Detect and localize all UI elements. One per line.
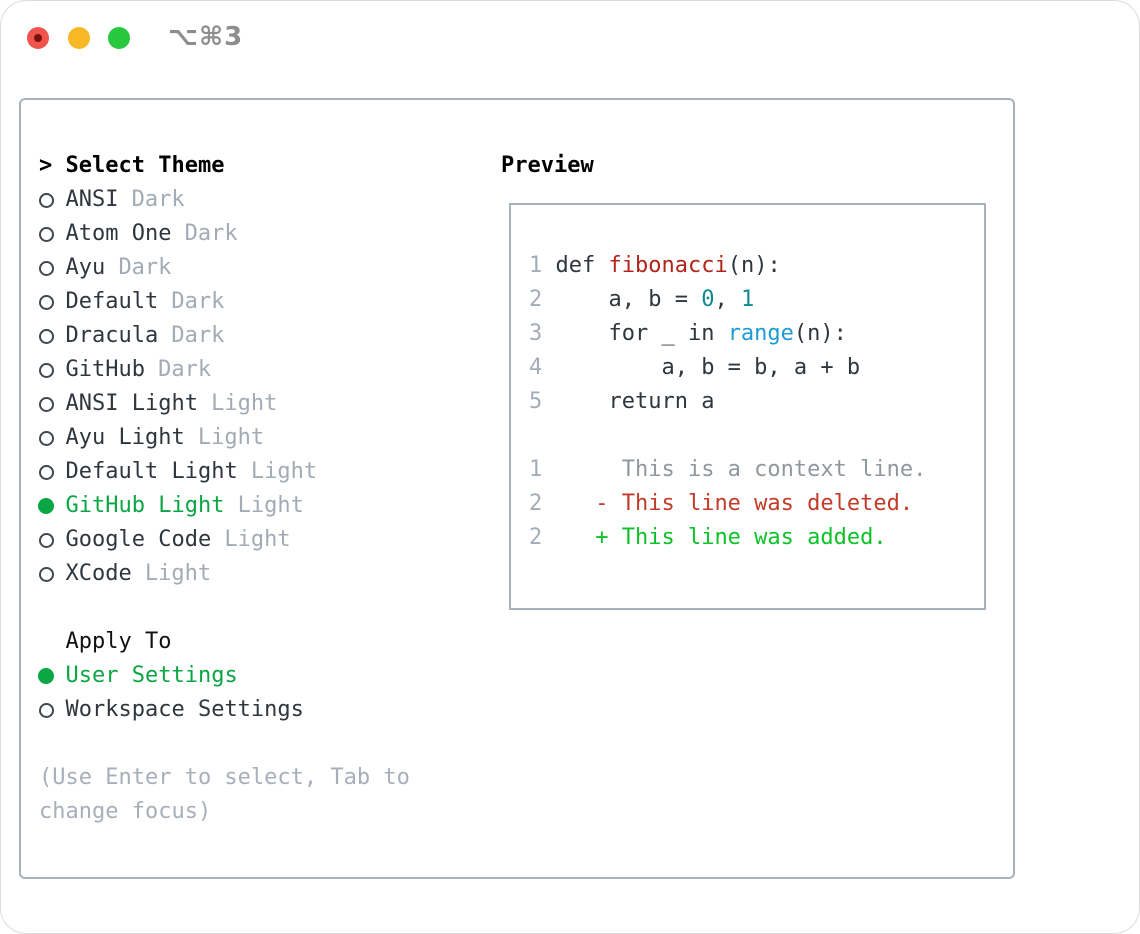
select-theme-label: Select Theme — [65, 153, 225, 178]
radio-selected-icon — [38, 498, 66, 514]
theme-option-dracula[interactable]: Dracula Dark — [39, 319, 410, 353]
radio-selected-icon — [38, 668, 66, 684]
code-line: 4 a, b = b, a + b — [529, 355, 861, 380]
option-label: Default Light — [65, 459, 238, 484]
window-title: ⌥⌘3 — [168, 22, 244, 52]
theme-option-atom-one[interactable]: Atom One Dark — [39, 217, 410, 251]
option-label: Google Code — [65, 527, 212, 552]
theme-option-google-code[interactable]: Google Code Light — [39, 523, 410, 557]
theme-variant: Light — [144, 561, 212, 586]
theme-option-xcode[interactable]: XCode Light — [39, 557, 410, 591]
theme-variant: Dark — [158, 357, 212, 382]
apply-option-user-settings[interactable]: User Settings — [38, 659, 410, 693]
radio-unselected-icon — [39, 226, 66, 242]
radio-unselected-icon — [39, 362, 66, 378]
theme-variant: Light — [211, 391, 278, 416]
option-label: Workspace Settings — [65, 697, 304, 722]
option-label: Dracula — [65, 323, 159, 348]
close-button[interactable] — [27, 27, 49, 49]
code-line: 3 for _ in range(n): — [529, 321, 847, 346]
option-label: Atom One — [65, 221, 172, 246]
theme-option-github-light[interactable]: GitHub Light Light — [38, 489, 410, 523]
code-line: 2 - This line was deleted. — [529, 491, 914, 516]
theme-option-ansi-light[interactable]: ANSI Light Light — [39, 387, 410, 421]
radio-unselected-icon — [39, 192, 66, 208]
theme-option-ayu-light[interactable]: Ayu Light Light — [39, 421, 410, 455]
option-label: ANSI — [65, 187, 119, 212]
option-label: User Settings — [65, 663, 238, 688]
theme-variant: Light — [224, 527, 291, 552]
keyboard-hint: (Use Enter to select, Tab to change focu… — [39, 761, 410, 829]
radio-unselected-icon — [39, 328, 66, 344]
radio-unselected-icon — [39, 260, 66, 276]
option-label: XCode — [65, 561, 132, 586]
minimize-button[interactable] — [68, 27, 90, 49]
hint-line-2: change focus) — [39, 799, 212, 824]
radio-unselected-icon — [39, 464, 66, 480]
select-theme-header: > Select Theme — [39, 149, 410, 183]
theme-variant: Dark — [118, 255, 172, 280]
radio-unselected-icon — [39, 430, 66, 446]
theme-variant: Dark — [184, 221, 238, 246]
theme-variant: Dark — [171, 323, 225, 348]
radio-unselected-icon — [39, 566, 66, 582]
preview-box: 1 def fibonacci(n): 2 a, b = 0, 1 3 for _ … — [509, 203, 986, 610]
theme-option-github[interactable]: GitHub Dark — [39, 353, 410, 387]
theme-variant: Light — [197, 425, 265, 450]
code-line: 1 This is a context line. — [529, 457, 927, 482]
theme-option-default[interactable]: Default Dark — [39, 285, 410, 319]
zoom-button[interactable] — [108, 27, 130, 49]
hint-line-1: (Use Enter to select, Tab to — [39, 765, 410, 790]
cursor-prompt-icon: > — [39, 153, 53, 178]
code-blank-line — [529, 419, 926, 453]
code-line: 5 return a — [529, 389, 715, 414]
theme-variant: Light — [237, 493, 304, 518]
option-label: ANSI Light — [65, 391, 198, 416]
theme-variant: Light — [250, 459, 318, 484]
preview-label: Preview — [501, 153, 594, 178]
option-label: GitHub Light — [65, 493, 225, 518]
theme-option-ayu[interactable]: Ayu Dark — [39, 251, 410, 285]
option-label: Default — [65, 289, 159, 314]
code-line: 2 + This line was added. — [529, 525, 887, 550]
titlebar: ⌥⌘3 — [1, 1, 1139, 73]
radio-unselected-icon — [39, 702, 66, 718]
apply-to-label: Apply To — [65, 629, 172, 654]
code-line: 2 a, b = 0, 1 — [529, 287, 755, 312]
apply-option-workspace-settings[interactable]: Workspace Settings — [39, 693, 410, 727]
theme-variant: Dark — [171, 289, 225, 314]
radio-unselected-icon — [39, 396, 66, 412]
option-label: Ayu — [65, 255, 106, 280]
code-preview: 1 def fibonacci(n): 2 a, b = 0, 1 3 for _ … — [529, 249, 926, 555]
option-label: GitHub — [65, 357, 145, 382]
theme-variant: Dark — [131, 187, 185, 212]
radio-unselected-icon — [39, 294, 66, 310]
code-line: 1 def fibonacci(n): — [529, 253, 781, 278]
option-label: Ayu Light — [65, 425, 185, 450]
radio-unselected-icon — [39, 532, 66, 548]
theme-option-default-light[interactable]: Default Light Light — [39, 455, 410, 489]
theme-option-ansi[interactable]: ANSI Dark — [39, 183, 410, 217]
